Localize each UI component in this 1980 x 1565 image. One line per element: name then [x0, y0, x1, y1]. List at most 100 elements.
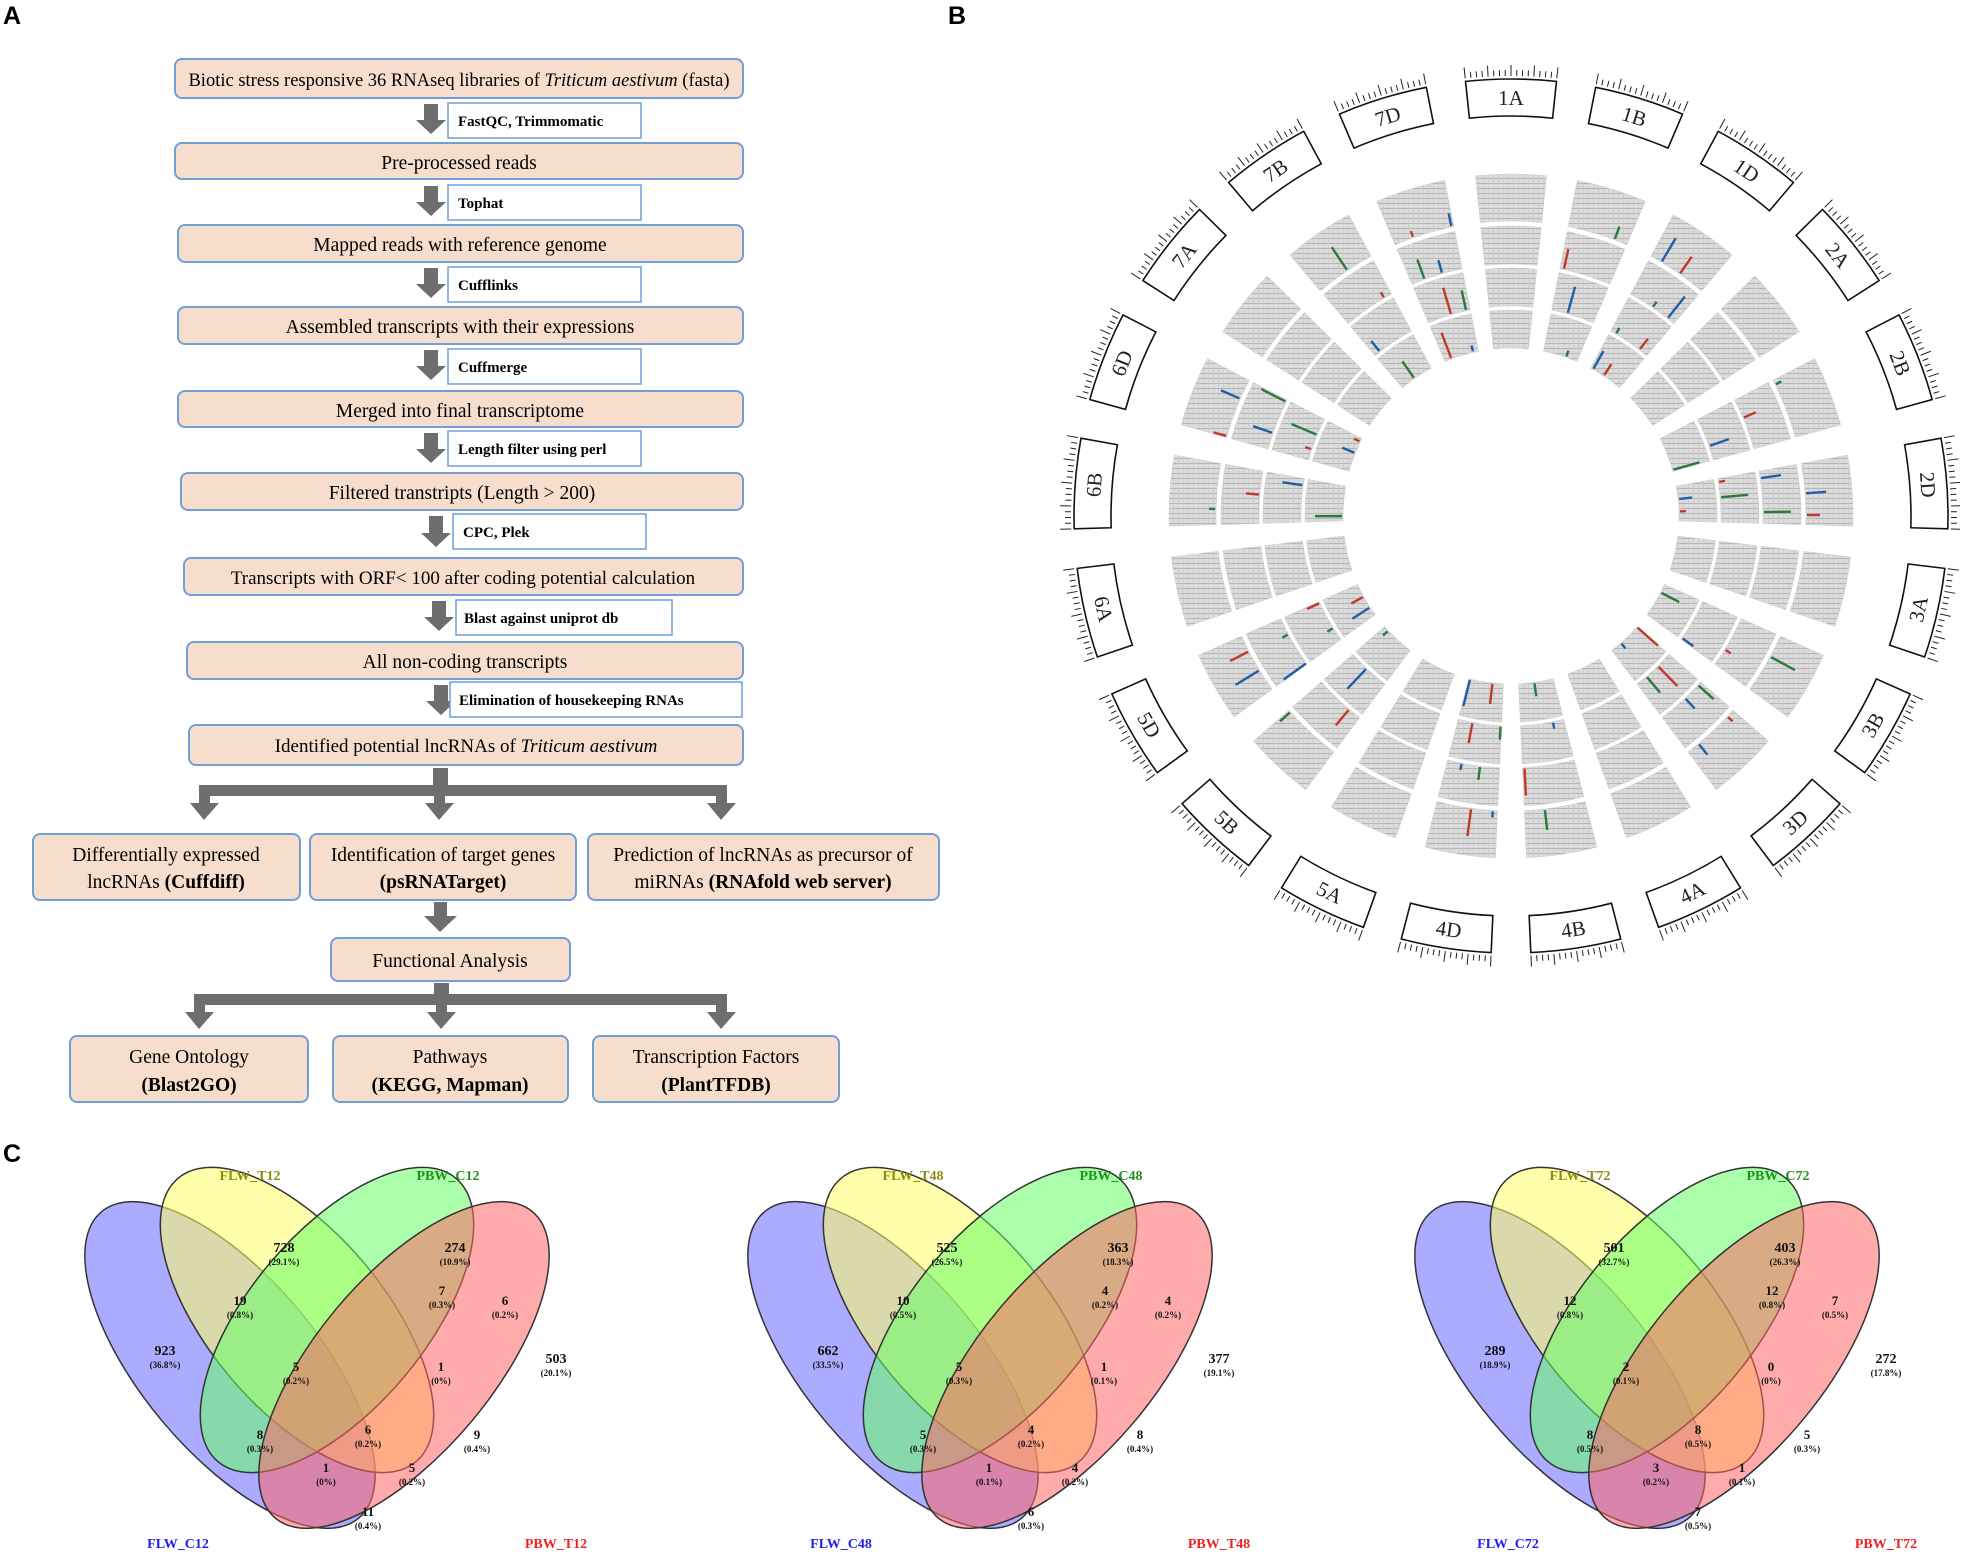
venn-percent-ab: (0.8%): [1557, 1310, 1583, 1320]
expression-track: [1430, 314, 1478, 362]
venn-label-bottom-left: FLW_C48: [810, 1537, 872, 1552]
venn-count-bc: 7: [439, 1283, 446, 1298]
tool-5: Length filter using perl: [448, 431, 641, 466]
expression-track: [1306, 536, 1352, 582]
branch-1: Differentially expressed lncRNAs (Cuffdi…: [33, 834, 300, 900]
venn-percent-abd: (0.2%): [399, 1477, 425, 1487]
venn-label-bottom-left: FLW_C12: [147, 1537, 209, 1552]
venn-percent-b: (29.1%): [269, 1257, 300, 1267]
venn-label-top-left: FLW_T12: [220, 1169, 281, 1184]
expression-track: [1710, 541, 1757, 596]
expression-track: [1171, 551, 1231, 626]
venn-percent-c: (18.3%): [1103, 1257, 1134, 1267]
expression-track: [1481, 226, 1541, 265]
venn-count-a: 923: [155, 1344, 176, 1359]
step-9-italic: Triticum aestivum: [521, 736, 658, 757]
venn-count-bc: 12: [1766, 1283, 1779, 1298]
venn-percent-bcd: (0%): [1761, 1376, 1781, 1386]
svg-text:miRNAs (RNAfold web server): miRNAs (RNAfold web server): [634, 872, 891, 893]
venn-count-abd: 4: [1072, 1460, 1079, 1475]
branch-1-tool: (Cuffdiff): [165, 872, 245, 893]
step-2: Pre-processed reads: [175, 143, 743, 179]
venn-percent-d: (17.8%): [1871, 1368, 1902, 1378]
functional-arrow: [424, 902, 457, 932]
venn-percent-a: (36.8%): [150, 1360, 181, 1370]
svg-text:Biotic stress responsive 36 RN: Biotic stress responsive 36 RNAseq libra…: [188, 71, 729, 91]
venn-percent-ab: (0.8%): [227, 1310, 253, 1320]
venn-count-ad: 7: [1695, 1504, 1702, 1519]
venn-percent-acd: (0.1%): [976, 1477, 1002, 1487]
venn-count-d: 272: [1876, 1352, 1897, 1367]
venn-percent-bcd: (0%): [431, 1376, 451, 1386]
tool-2-text: Tophat: [458, 196, 503, 212]
analysis-3-line1: Transcription Factors: [633, 1047, 800, 1068]
tool-2: Tophat: [448, 185, 641, 220]
venn-percent-bd: (0.4%): [464, 1444, 490, 1454]
step-4-text: Assembled transcripts with their express…: [286, 317, 635, 338]
venn-count-b: 525: [937, 1241, 958, 1256]
venn-label-top-left: FLW_T72: [1550, 1169, 1611, 1184]
venn-count-ac: 5: [920, 1427, 927, 1442]
svg-text:Identified potential lncRNAs o: Identified potential lncRNAs of Triticum…: [275, 736, 658, 757]
venn-percent-abcd: (0.2%): [355, 1439, 381, 1449]
venn-diagrams: 923(36.8%)728(29.1%)274(10.9%)503(20.1%)…: [0, 1140, 1980, 1560]
branch-2-tool: (psRNATarget): [380, 872, 507, 893]
branch-connector: [190, 768, 736, 820]
tool-7-text: Blast against uniprot db: [464, 611, 618, 627]
chromosome-label: 4D: [1434, 916, 1463, 944]
functional-analysis: Functional Analysis: [331, 938, 570, 981]
venn-percent-abcd: (0.5%): [1685, 1439, 1711, 1449]
venn-percent-abc: (0.3%): [946, 1376, 972, 1386]
venn-label-bottom-right: PBW_T72: [1855, 1537, 1917, 1552]
analysis-3: Transcription Factors (PlantTFDB): [593, 1036, 839, 1102]
analysis-3-tool: (PlantTFDB): [661, 1075, 770, 1096]
venn-diagram-3: 289(18.9%)501(32.7%)403(26.3%)272(17.8%)…: [1364, 1140, 1930, 1560]
venn-diagram-2: 662(33.5%)525(26.5%)363(18.3%)377(19.1%)…: [697, 1140, 1263, 1560]
venn-percent-ad: (0.4%): [355, 1521, 381, 1531]
tool-3: Cufflinks: [448, 267, 641, 302]
venn-percent-abd: (0.1%): [1729, 1477, 1755, 1487]
expression-track: [1790, 551, 1850, 626]
venn-count-ac: 8: [1587, 1427, 1594, 1442]
functional-analysis-text: Functional Analysis: [372, 951, 527, 972]
venn-percent-ac: (0.3%): [910, 1444, 936, 1454]
tool-8-text: Elimination of housekeeping RNAs: [459, 693, 684, 709]
branch-1-line1: Differentially expressed: [72, 845, 260, 866]
expression-track: [1485, 268, 1537, 307]
tool-6-text: CPC, Plek: [463, 525, 530, 541]
step-9: Identified potential lncRNAs of Triticum…: [189, 725, 743, 765]
analysis-2-line1: Pathways: [413, 1047, 488, 1068]
venn-percent-abcd: (0.2%): [1018, 1439, 1044, 1449]
venn-percent-ac: (0.5%): [1577, 1444, 1603, 1454]
tool-1: FastQC, Trimmomatic: [448, 103, 641, 138]
branch-3-tool: (RNAfold web server): [709, 872, 892, 893]
venn-count-abcd: 6: [365, 1422, 372, 1437]
venn-count-acd: 3: [1653, 1460, 1660, 1475]
venn-label-top-right: PBW_C48: [1080, 1169, 1143, 1184]
venn-label-bottom-right: PBW_T12: [525, 1537, 587, 1552]
expression-track: [1750, 546, 1799, 609]
analysis-1: Gene Ontology (Blast2GO): [70, 1036, 308, 1102]
expression-track: [1265, 541, 1312, 596]
venn-percent-bc: (0.2%): [1092, 1300, 1118, 1310]
branch-2-line1: Identification of target genes: [331, 845, 555, 866]
step-6-text: Filtered transtripts (Length > 200): [329, 483, 596, 504]
venn-count-abc: 5: [956, 1359, 963, 1374]
expression-track: [1759, 464, 1801, 524]
venn-percent-bc: (0.3%): [429, 1300, 455, 1310]
venn-count-abc: 2: [1623, 1359, 1630, 1374]
venn-count-a: 662: [818, 1344, 839, 1359]
venn-percent-a: (33.5%): [813, 1360, 844, 1370]
venn-count-b: 728: [274, 1241, 295, 1256]
venn-percent-c: (26.3%): [1770, 1257, 1801, 1267]
tool-4-text: Cuffmerge: [458, 360, 527, 376]
venn-count-d: 503: [546, 1352, 567, 1367]
venn-percent-acd: (0%): [316, 1477, 336, 1487]
chromosome-label: 1A: [1498, 86, 1525, 110]
expression-track: [1521, 719, 1574, 763]
step-8: All non-coding transcripts: [187, 642, 743, 679]
venn-count-acd: 1: [986, 1460, 993, 1475]
venn-count-cd: 7: [1832, 1293, 1839, 1308]
branch-3-line1: Prediction of lncRNAs as precursor of: [613, 845, 913, 866]
chromosome-label: 2D: [1915, 471, 1941, 498]
